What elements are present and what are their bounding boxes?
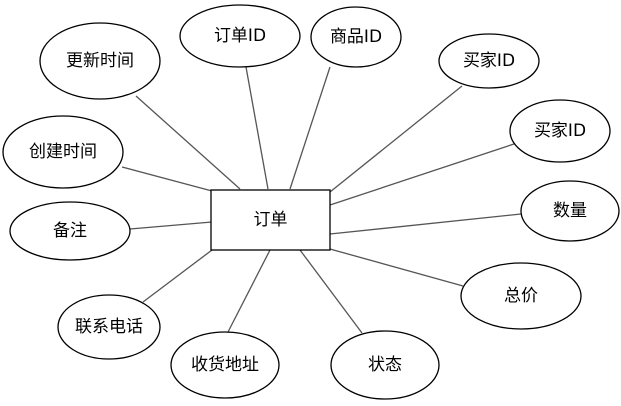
attribute-buyer-id-2: 买家ID [509,99,611,163]
connector-buyer-id-1 [329,85,463,193]
attribute-ellipse [438,33,540,89]
connector-update-time [135,95,241,190]
attribute-label: 备注 [53,221,87,241]
entity-box [210,189,331,251]
attribute-ellipse [39,22,161,100]
attribute-remark: 备注 [9,201,131,261]
connector-product-id [289,66,331,190]
attribute-quantity: 数量 [520,180,620,242]
connector-contact-phone [142,249,213,303]
attribute-label: 买家ID [463,51,515,71]
attribute-product-id: 商品ID [310,6,402,68]
attribute-label: 状态 [368,355,402,375]
attribute-shipping-address: 收货地址 [170,331,280,399]
connector-status [299,249,363,334]
attribute-contact-phone: 联系电话 [57,294,161,360]
attribute-order-id: 订单ID [179,4,301,68]
attribute-label: 联系电话 [75,317,143,337]
attribute-create-time: 创建时间 [2,115,124,189]
attribute-ellipse [330,330,440,400]
attribute-label: 买家ID [534,121,586,141]
attribute-ellipse [509,99,611,163]
connectors [121,66,522,334]
attribute-ellipse [310,6,402,68]
attribute-ellipse [2,115,124,189]
connector-create-time [121,166,213,192]
attribute-ellipse [9,201,131,261]
attribute-label: 收货地址 [191,355,259,375]
attribute-label: 总价 [504,286,538,306]
connector-buyer-id-2 [329,143,515,206]
attribute-label: 商品ID [330,27,382,47]
attribute-label: 更新时间 [66,51,134,71]
connector-total-price [329,248,464,287]
attribute-ellipse [170,331,280,399]
attribute-ellipse [520,180,620,242]
connector-quantity [329,213,522,235]
attribute-label: 数量 [553,201,587,221]
entity-order: 订单 [210,189,331,251]
attribute-ellipse [460,262,582,330]
attribute-total-price: 总价 [460,262,582,330]
attribute-ellipse [179,4,301,68]
attribute-buyer-id-1: 买家ID [438,33,540,89]
connector-shipping-address [227,249,271,333]
attribute-status: 状态 [330,330,440,400]
attribute-update-time: 更新时间 [39,22,161,100]
attribute-label: 订单ID [214,26,266,46]
attribute-label: 创建时间 [29,142,97,162]
attribute-ellipse [57,294,161,360]
connector-order-id [245,66,269,190]
entity-label: 订单 [254,210,288,230]
connector-remark [129,221,213,230]
